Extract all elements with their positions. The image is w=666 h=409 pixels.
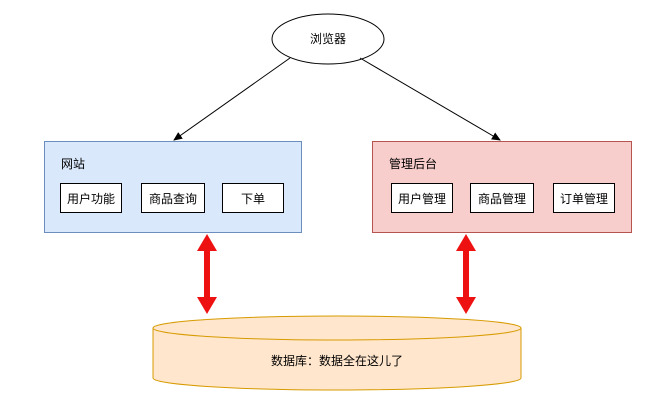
connector-browser-admin: [359, 57, 501, 141]
website-title: 网站: [61, 157, 86, 171]
website-group: 网站 用户功能 商品查询 下单: [44, 141, 302, 233]
admin-group: 管理后台 用户管理 商品管理 订单管理: [372, 141, 632, 233]
double-arrow-website-db: [197, 234, 217, 314]
admin-title: 管理后台: [389, 157, 438, 171]
admin-module-product-management: 商品管理: [470, 183, 534, 213]
browser-node: [271, 13, 385, 65]
website-module-product-search: 商品查询: [141, 183, 205, 213]
browser-label: 浏览器: [310, 31, 346, 46]
admin-module-order-management: 订单管理: [553, 183, 615, 213]
connector-browser-website: [173, 57, 291, 141]
database-label: 数据库：数据全在这儿了: [271, 353, 403, 368]
admin-module-user-management: 用户管理: [391, 183, 453, 213]
website-module-place-order: 下单: [222, 183, 284, 213]
database-cylinder: [152, 315, 522, 391]
website-module-user-functions: 用户功能: [60, 183, 122, 213]
double-arrow-admin-db: [456, 234, 476, 314]
